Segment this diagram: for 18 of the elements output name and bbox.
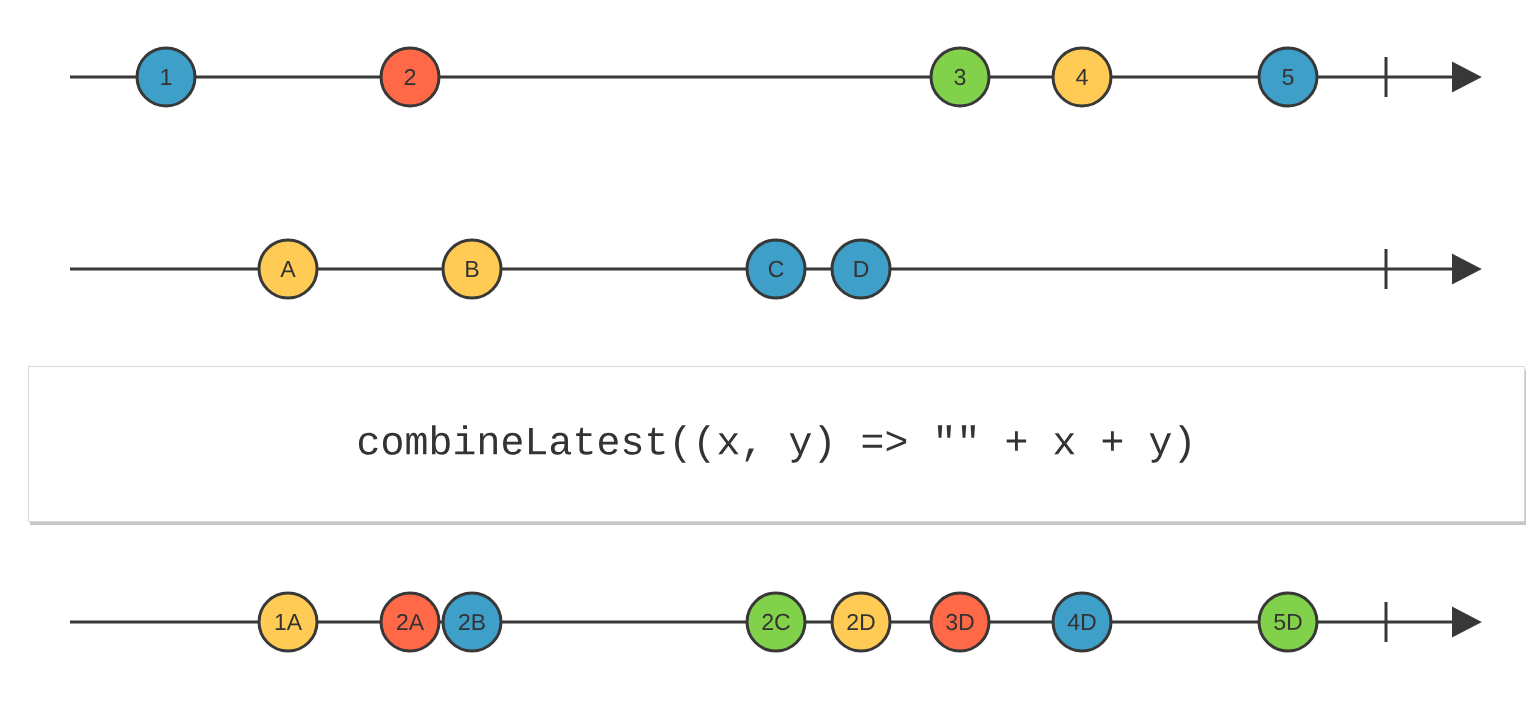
marble: 1A [257,591,319,653]
marble: 1 [135,46,197,108]
marble: 5D [1257,591,1319,653]
marble: 3D [929,591,991,653]
marble: A [257,238,319,300]
marble: 3 [929,46,991,108]
marble: 4 [1051,46,1113,108]
marble: C [745,238,807,300]
marble: 2C [745,591,807,653]
marble: 2A [379,591,441,653]
marble: B [441,238,503,300]
marble: 4D [1051,591,1113,653]
marble: 5 [1257,46,1319,108]
marble: 2 [379,46,441,108]
marble: 2B [441,591,503,653]
operator-box: combineLatest((x, y) => "" + x + y) [28,366,1526,525]
marble: D [830,238,892,300]
marble: 2D [830,591,892,653]
